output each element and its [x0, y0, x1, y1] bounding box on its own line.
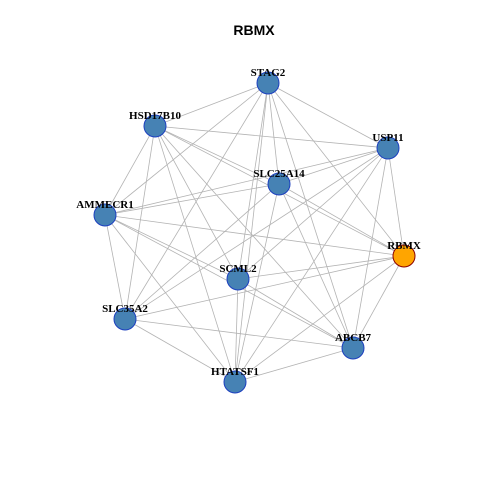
node-label-stag2: STAG2	[251, 67, 286, 79]
graph-title: RBMX	[233, 22, 275, 38]
edge-slc35a2-htatsf1	[124, 318, 236, 383]
edge-rbmx-abcb7	[352, 255, 405, 349]
edge-rbmx-htatsf1	[234, 255, 405, 383]
edge-stag2-rbmx	[267, 82, 405, 257]
node-htatsf1[interactable]	[223, 370, 247, 394]
node-label-ammecr1: AMMECR1	[76, 199, 133, 211]
edge-stag2-htatsf1	[234, 82, 269, 383]
edge-hsd17b10-slc35a2	[124, 125, 156, 320]
edge-slc35a2-abcb7	[124, 318, 354, 349]
edge-scml2-abcb7	[237, 278, 354, 349]
edge-ammecr1-scml2	[104, 214, 239, 280]
edge-stag2-hsd17b10	[154, 82, 269, 127]
node-label-abcb7: ABCB7	[335, 332, 372, 344]
node-abcb7[interactable]	[341, 336, 365, 360]
edge-hsd17b10-ammecr1	[104, 125, 156, 216]
node-usp11[interactable]	[376, 136, 400, 160]
node-slc35a2[interactable]	[113, 307, 137, 331]
node-layer	[93, 71, 416, 394]
node-label-slc35a2: SLC35A2	[102, 303, 148, 315]
edge-stag2-slc35a2	[124, 82, 269, 320]
edge-hsd17b10-slc25a14	[154, 125, 280, 185]
edge-stag2-scml2	[237, 82, 269, 280]
edge-usp11-slc35a2	[124, 147, 389, 320]
edge-usp11-abcb7	[352, 147, 389, 349]
edge-usp11-htatsf1	[234, 147, 389, 383]
edge-hsd17b10-htatsf1	[154, 125, 236, 383]
edge-stag2-slc25a14	[267, 82, 280, 185]
edge-rbmx-slc35a2	[124, 255, 405, 320]
node-label-hsd17b10: HSD17B10	[129, 110, 181, 122]
edge-slc25a14-htatsf1	[234, 183, 280, 383]
node-label-slc25a14: SLC25A14	[253, 168, 305, 180]
edge-stag2-usp11	[267, 82, 389, 149]
edge-usp11-slc25a14	[278, 147, 389, 185]
edge-hsd17b10-abcb7	[154, 125, 354, 349]
edge-abcb7-htatsf1	[234, 347, 354, 383]
node-label-htatsf1: HTATSF1	[211, 366, 259, 378]
edge-stag2-ammecr1	[104, 82, 269, 216]
edge-usp11-ammecr1	[104, 147, 389, 216]
edge-hsd17b10-usp11	[154, 125, 389, 149]
edge-slc25a14-ammecr1	[104, 183, 280, 216]
node-slc25a14[interactable]	[267, 172, 291, 196]
edge-hsd17b10-scml2	[154, 125, 239, 280]
edge-ammecr1-htatsf1	[104, 214, 236, 383]
edge-ammecr1-slc35a2	[104, 214, 126, 320]
node-stag2[interactable]	[256, 71, 280, 95]
node-label-rbmx: RBMX	[387, 240, 421, 252]
edge-slc25a14-rbmx	[278, 183, 405, 257]
node-label-usp11: USP11	[372, 132, 403, 144]
edge-rbmx-scml2	[237, 255, 405, 280]
node-label-scml2: SCML2	[219, 263, 257, 275]
node-ammecr1[interactable]	[93, 203, 117, 227]
node-scml2[interactable]	[226, 267, 250, 291]
edge-slc25a14-abcb7	[278, 183, 354, 349]
node-hsd17b10[interactable]	[143, 114, 167, 138]
node-rbmx[interactable]	[392, 244, 416, 268]
edge-ammecr1-rbmx	[104, 214, 405, 257]
edge-slc25a14-slc35a2	[124, 183, 280, 320]
edge-usp11-rbmx	[387, 147, 405, 257]
edge-scml2-htatsf1	[234, 278, 239, 383]
